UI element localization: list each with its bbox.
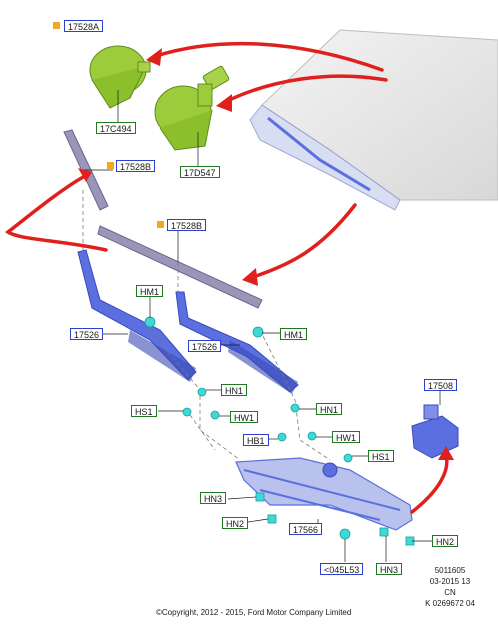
fastener-hm1-right [252,326,264,338]
ref-line-2: 03-2015 13 [429,577,471,586]
arrow-to-motor [410,453,449,514]
callout-hn1-right[interactable]: HN1 [316,403,343,415]
wiper-blade-lower [97,225,263,309]
callout-17508[interactable]: 17508 [424,379,458,391]
callout-hn2-right[interactable]: HN2 [432,535,459,547]
reservoir-cap [89,45,151,109]
leader-lines [84,90,441,562]
marker-17528b-lower [157,221,164,228]
arrow-swoosh [4,174,108,252]
fastener-hn2-left [267,514,277,524]
callout-hb1[interactable]: HB1 [243,434,269,446]
washer-pump [154,65,230,151]
callout-hw1-left[interactable]: HW1 [230,411,258,423]
fastener-hw1-left [210,410,220,420]
callout-17528b-upper[interactable]: 17528B [116,160,156,172]
red-arrows [4,41,449,514]
callout-hm1-right[interactable]: HM1 [280,328,308,340]
callout-hs1-right[interactable]: HS1 [368,450,394,462]
arrow-to-cap [154,41,384,72]
arrowhead-blade [242,268,258,286]
fastener-hn1-right [290,403,300,413]
arrowheads [78,48,454,460]
callout-17566[interactable]: 17566 [289,523,323,535]
reference-block: 5011605 03-2015 13 CN K 0269672 04 [414,565,486,609]
marker-17528b-upper [107,162,114,169]
ref-line-4: K 0269672 04 [425,599,475,608]
callout-17528b-lower[interactable]: 17528B [167,219,207,231]
marker-17528a [53,22,60,29]
fasteners [144,316,415,546]
arrow-windshield-to-blade [248,203,357,280]
callout-17526-left[interactable]: 17526 [70,328,104,340]
fastener-hw1-right [307,431,317,441]
callout-045l53[interactable]: <045L53 [320,563,364,575]
copyright-notice: ©Copyright, 2012 - 2015, Ford Motor Comp… [156,608,352,617]
callout-17526-right[interactable]: 17526 [188,340,222,352]
wiper-motor [411,404,459,459]
fastener-045l53 [339,528,351,540]
ref-line-1: 5011605 [434,566,466,575]
fastener-hn3-left [255,492,265,502]
arrowhead-motor [438,446,454,460]
callout-hn3-right[interactable]: HN3 [376,563,403,575]
arrowhead-cap [146,48,162,66]
callout-17d547[interactable]: 17D547 [180,166,220,178]
ref-line-3: CN [444,588,456,597]
callout-hn3-left[interactable]: HN3 [200,492,227,504]
assembly-lines [82,190,331,461]
windshield [249,29,498,211]
fastener-hs1-right [343,453,353,463]
wiper-arm-left [77,249,197,382]
callout-hn1-upper[interactable]: HN1 [221,384,248,396]
callout-hn2-left[interactable]: HN2 [222,517,249,529]
arrowhead-swoosh [78,168,92,182]
callout-hw1-right[interactable]: HW1 [332,431,360,443]
fastener-hs1-left [182,407,192,417]
fastener-hb1 [277,432,287,442]
fastener-hn1-upper [197,387,207,397]
fastener-hn3-right [379,527,389,537]
arrowhead-pump [216,94,232,112]
callout-17528a[interactable]: 17528A [64,20,104,32]
wiper-arm-right [175,291,299,394]
wiper-linkage [235,457,413,531]
arrow-to-pump [223,74,388,104]
callout-hs1-left[interactable]: HS1 [131,405,157,417]
callout-hm1-left[interactable]: HM1 [136,285,164,297]
callout-17c494[interactable]: 17C494 [96,122,136,134]
fastener-hm1-left [144,316,156,328]
